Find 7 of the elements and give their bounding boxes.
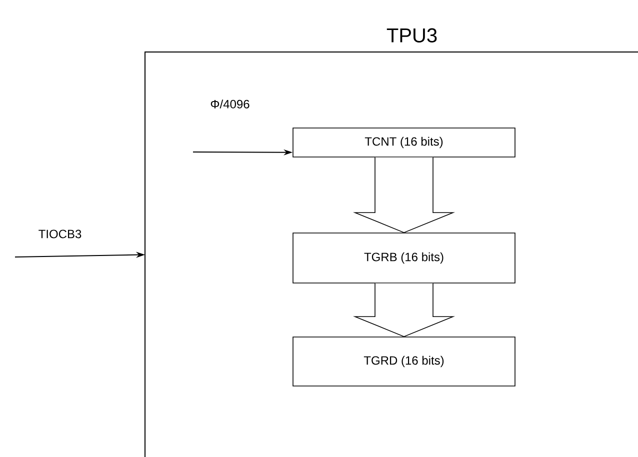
block-arrow: [352, 283, 456, 338]
edge-label: TIOCB3: [37, 228, 83, 240]
register-box: TGRB (16 bits): [292, 232, 516, 284]
edge-label: Φ/4096: [209, 98, 251, 110]
register-box: TGRD (16 bits): [292, 336, 516, 386]
block-arrow: [352, 157, 456, 234]
register-box: TCNT (16 bits): [292, 128, 516, 158]
